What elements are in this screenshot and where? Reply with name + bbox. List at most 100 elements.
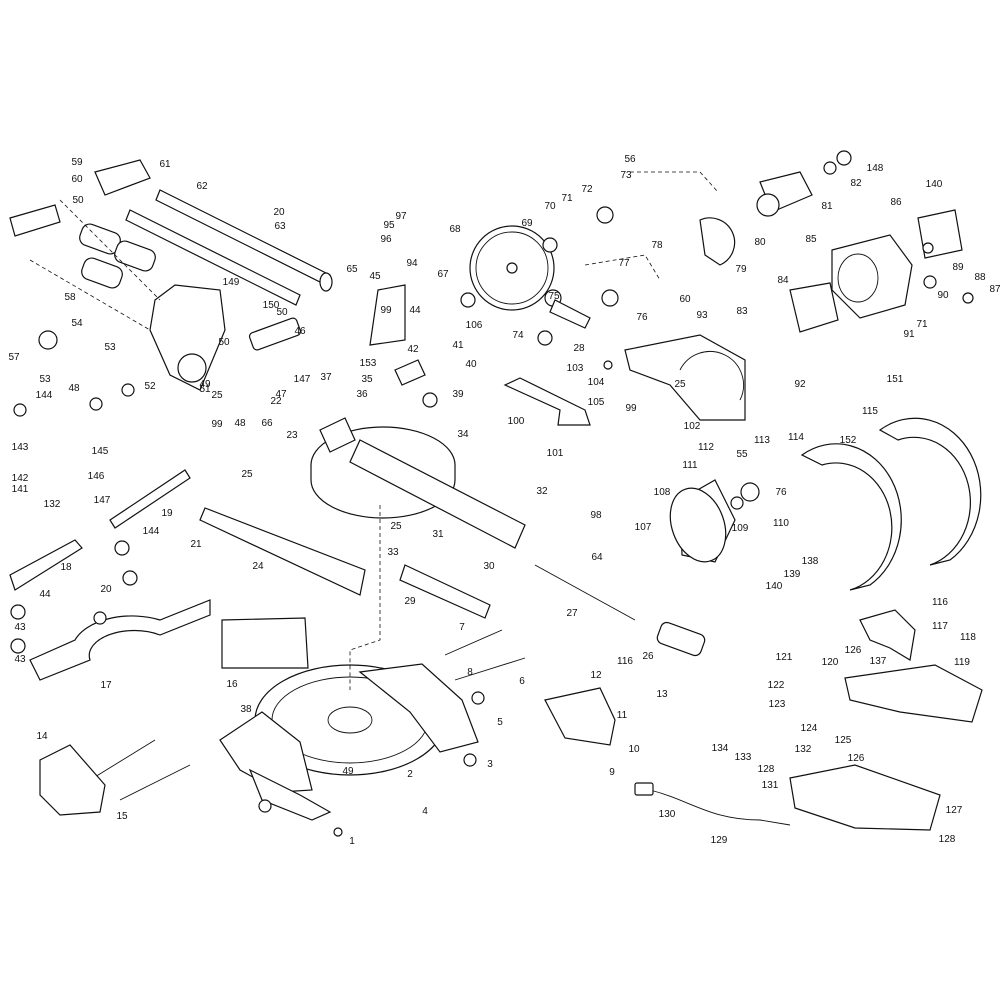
callout-label: 93 <box>696 310 708 321</box>
callout-label: 92 <box>794 379 806 390</box>
callout-label: 142 <box>11 473 29 484</box>
callout-label: 152 <box>839 435 857 446</box>
callout-label: 115 <box>862 406 878 417</box>
callout-label: 117 <box>932 621 948 632</box>
callout-label: 5 <box>497 717 503 728</box>
callout-label: 137 <box>869 656 887 667</box>
callout-label: 17 <box>100 680 112 691</box>
callout-label: 33 <box>387 547 399 558</box>
callout-label: 73 <box>620 170 632 181</box>
callout-label: 151 <box>886 374 904 385</box>
callout-label: 97 <box>395 211 407 222</box>
callout-label: 50 <box>72 195 84 206</box>
callout-label: 104 <box>587 377 605 388</box>
callout-label: 120 <box>821 657 839 668</box>
callout-label: 103 <box>566 363 584 374</box>
callout-label: 119 <box>954 657 970 668</box>
callout-label: 144 <box>35 390 53 401</box>
callout-label: 100 <box>507 416 525 427</box>
callout-label: 32 <box>536 486 548 497</box>
callout-label: 15 <box>116 811 128 822</box>
callout-label: 53 <box>104 342 116 353</box>
callout-label: 12 <box>590 670 602 681</box>
callout-label: 3 <box>487 759 493 770</box>
callout-label: 27 <box>566 608 578 619</box>
callout-label: 109 <box>731 523 749 534</box>
callout-label: 34 <box>457 429 469 440</box>
fences-and-rails <box>9 469 636 801</box>
callout-label: 118 <box>960 632 976 643</box>
callout-label: 144 <box>142 526 160 537</box>
callout-label: 36 <box>356 389 368 400</box>
callout-label: 140 <box>765 581 783 592</box>
callout-label: 48 <box>234 418 246 429</box>
callout-label: 101 <box>546 448 564 459</box>
motor-housing <box>756 171 963 333</box>
callout-label: 25 <box>674 379 686 390</box>
callout-label: 126 <box>844 645 862 656</box>
callout-label: 48 <box>68 383 80 394</box>
callout-label: 2 <box>407 769 413 780</box>
callout-label: 29 <box>404 596 416 607</box>
callout-label: 123 <box>768 699 786 710</box>
callout-label: 43 <box>14 622 26 633</box>
callout-label: 53 <box>39 374 51 385</box>
callout-label: 98 <box>590 510 602 521</box>
callout-label: 55 <box>736 449 748 460</box>
callout-label: 138 <box>801 556 819 567</box>
callout-label: 113 <box>754 435 770 446</box>
callout-label: 153 <box>359 358 377 369</box>
grip-26 <box>656 621 706 657</box>
callout-label: 69 <box>521 218 533 229</box>
callout-label: 24 <box>252 561 264 572</box>
blade-guard <box>624 334 746 421</box>
callout-label: 50 <box>276 307 288 318</box>
callout-label: 148 <box>866 163 884 174</box>
small-parts <box>10 150 974 837</box>
callout-label: 41 <box>452 340 464 351</box>
callout-label: 99 <box>211 419 223 430</box>
callout-label: 102 <box>683 421 701 432</box>
callout-label: 91 <box>903 329 915 340</box>
callout-label: 105 <box>587 397 605 408</box>
callout-label: 50 <box>218 337 230 348</box>
callout-label: 14 <box>36 731 48 742</box>
callout-label: 129 <box>710 835 728 846</box>
assembly-lines <box>29 171 719 690</box>
callout-label: 77 <box>618 258 630 269</box>
callout-label: 58 <box>64 292 76 303</box>
callout-label: 60 <box>71 174 83 185</box>
callout-label: 85 <box>805 234 817 245</box>
callout-label: 72 <box>581 184 593 195</box>
callout-label: 125 <box>834 735 852 746</box>
guide-rods <box>125 189 333 306</box>
power-cord <box>634 782 791 826</box>
callout-label: 26 <box>642 651 654 662</box>
callout-label: 43 <box>14 654 26 665</box>
callout-label: 132 <box>794 744 812 755</box>
callout-label: 7 <box>459 622 465 633</box>
callout-label: 131 <box>761 780 779 791</box>
callout-label: 37 <box>320 372 332 383</box>
callout-label: 63 <box>274 221 286 232</box>
callout-label: 65 <box>346 264 358 275</box>
callout-label: 40 <box>465 359 477 370</box>
rotary-table <box>310 426 526 549</box>
callout-label: 51 <box>199 384 211 395</box>
callout-label: 70 <box>544 201 556 212</box>
callout-label: 49 <box>199 379 211 390</box>
callout-label: 76 <box>636 312 648 323</box>
callout-label: 112 <box>698 442 714 453</box>
callout-label: 25 <box>211 390 223 401</box>
callout-label: 116 <box>617 656 633 667</box>
callout-label: 94 <box>406 258 418 269</box>
callout-label: 75 <box>548 291 560 302</box>
callout-label: 111 <box>682 460 698 471</box>
callout-label: 82 <box>850 178 862 189</box>
callout-label: 107 <box>634 522 652 533</box>
callout-label: 28 <box>573 343 585 354</box>
callout-label: 126 <box>847 753 865 764</box>
callout-label: 49 <box>342 766 354 777</box>
callout-label: 128 <box>757 764 775 775</box>
